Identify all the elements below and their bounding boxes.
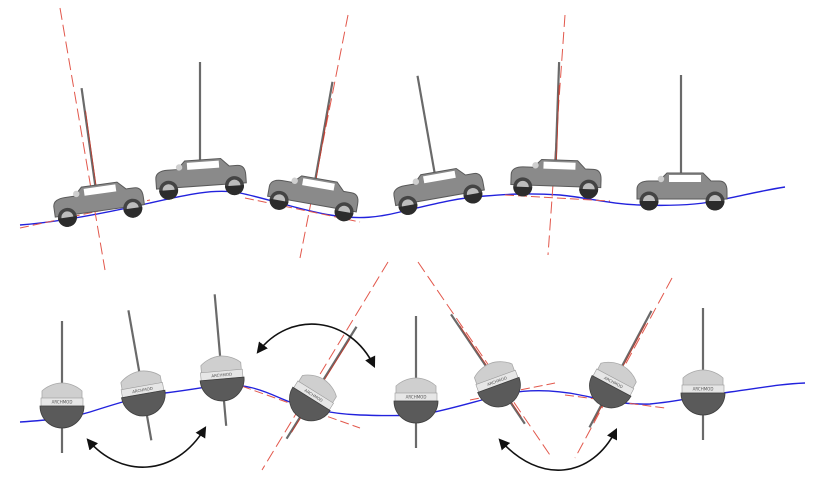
cart-wheel [463, 184, 483, 204]
wheeled-cart [393, 75, 485, 215]
cart-wheel [123, 198, 143, 218]
rocking-hull: ARCHMOD [120, 310, 166, 441]
cart-window [543, 161, 576, 170]
cart-window [302, 178, 335, 191]
wheeled-cart [510, 62, 602, 199]
cart-wheel [224, 176, 244, 196]
hull-label: ARCHMOD [693, 386, 714, 391]
hull-bottom [39, 405, 85, 429]
cart-body [155, 158, 247, 190]
cart-window [669, 175, 701, 182]
cart-wheel [705, 191, 725, 211]
hull-cabin [297, 374, 337, 405]
hull-cabin [41, 382, 83, 400]
hull-cabin [682, 369, 724, 387]
hull-bottom [199, 376, 245, 402]
cart-body [393, 167, 485, 207]
hull-bottom [289, 386, 331, 422]
bottom-reference-line-1 [261, 261, 389, 471]
cart-wheel [639, 191, 659, 211]
cart-body [267, 175, 359, 213]
cart-headlight [73, 190, 80, 198]
hull-label: ARCHMOD [486, 375, 507, 387]
rocking-hull: ARCHMOD [450, 313, 526, 425]
cart-wheel [57, 207, 77, 227]
hull-label: ARCHMOD [211, 372, 232, 379]
cart-wheel [398, 195, 418, 215]
wheeled-cart [53, 87, 145, 227]
cart-headlight [291, 177, 298, 184]
cart-mast [416, 75, 438, 183]
top-row [19, 7, 786, 271]
bottom-reference-line-2 [417, 261, 553, 459]
cart-wheel [159, 180, 179, 200]
rocking-hull: ARCHMOD [393, 316, 439, 448]
wheeled-cart [155, 62, 247, 200]
rocking-hull: ARCHMOD [199, 294, 245, 426]
cart-headlight [175, 164, 183, 171]
top-reference-line-1 [59, 7, 106, 271]
cart-headlight [532, 162, 539, 169]
cart-wheel [269, 190, 289, 210]
hull-cabin [395, 377, 437, 395]
hull-label: ARCHMOD [132, 386, 153, 395]
hull-label: ARCHMOD [406, 394, 427, 399]
cart-window [186, 160, 220, 170]
hull-cabin [200, 355, 242, 375]
hull-bottom [393, 400, 439, 424]
cart-body [636, 172, 728, 200]
top-terrain-line [19, 186, 786, 226]
cart-window [423, 170, 456, 184]
rocking-arrow-left [86, 426, 207, 468]
wheeled-cart [636, 75, 728, 211]
rocking-hull: ARCHMOD [39, 321, 85, 453]
cart-body [53, 181, 145, 218]
hull-label: ARCHMOD [52, 399, 73, 404]
rocking-arrow-top [256, 323, 376, 369]
cart-mast [312, 81, 334, 189]
hull-cabin [120, 370, 163, 392]
hull-bottom [121, 389, 166, 417]
rocking-arrow-right [498, 427, 618, 471]
rocking-hull: ARCHMOD [680, 308, 726, 440]
cart-mast [554, 62, 561, 171]
hull-cabin [596, 361, 637, 390]
hull-cabin [473, 361, 516, 386]
cart-wheel [334, 202, 354, 222]
wheeled-cart [267, 81, 359, 222]
cart-headlight [657, 175, 665, 183]
hull-bottom [680, 392, 726, 416]
hull-bottom [477, 376, 521, 408]
cart-wheel [579, 179, 599, 199]
cart-mast [80, 87, 98, 196]
bottom-tangent-3 [564, 394, 666, 409]
cart-headlight [412, 178, 420, 185]
bottom-row: ARCHMOD ARCHMOD ARCHMOD ARCHMOD ARCHMOD ARCHM… [19, 261, 806, 471]
cart-window [83, 184, 117, 196]
rocking-hull: ARCHMOD [285, 326, 358, 440]
cart-wheel [513, 177, 533, 197]
rocking-hull: ARCHMOD [588, 310, 653, 428]
hull-bottom [589, 375, 632, 409]
cart-body [510, 159, 602, 189]
